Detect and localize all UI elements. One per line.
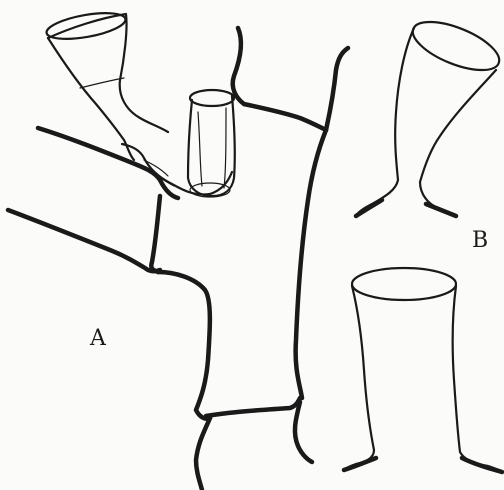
lower-vessel-right — [453, 286, 504, 472]
trunk-lower-right — [295, 402, 312, 462]
upper-vessel-right — [420, 70, 496, 216]
lower-vessel-foot-left — [344, 458, 376, 470]
figure-label-a: A — [90, 326, 106, 351]
horn-mouth — [45, 8, 128, 44]
bottom-joint — [206, 398, 300, 416]
lower-left-wall — [8, 210, 160, 271]
trunk-right-side — [296, 130, 326, 398]
hand-outline — [122, 144, 232, 195]
lower-vessel-left — [344, 286, 374, 470]
trunk-left-side — [158, 272, 210, 419]
upper-vessel-rim — [407, 12, 504, 80]
lower-vessel-rim — [352, 268, 456, 300]
top-joint — [244, 104, 326, 130]
trunk-lower-left — [196, 418, 210, 490]
cup-rim — [190, 90, 234, 106]
upper-vessel-left — [356, 28, 414, 216]
left-joint — [151, 196, 160, 272]
upper-vessel-foot-left — [356, 200, 382, 216]
horn-lower-edge — [48, 38, 134, 160]
figure-a — [8, 8, 348, 490]
upper-right-wall — [233, 28, 244, 104]
figure-label-b: B — [472, 228, 488, 253]
far-right-wall — [326, 48, 348, 130]
lower-vessel-foot-right — [462, 458, 502, 472]
cup-inner-line — [198, 108, 226, 188]
upper-vessel-foot-right — [426, 204, 456, 216]
horn-band — [80, 78, 124, 88]
upper-left-wall — [38, 128, 178, 198]
